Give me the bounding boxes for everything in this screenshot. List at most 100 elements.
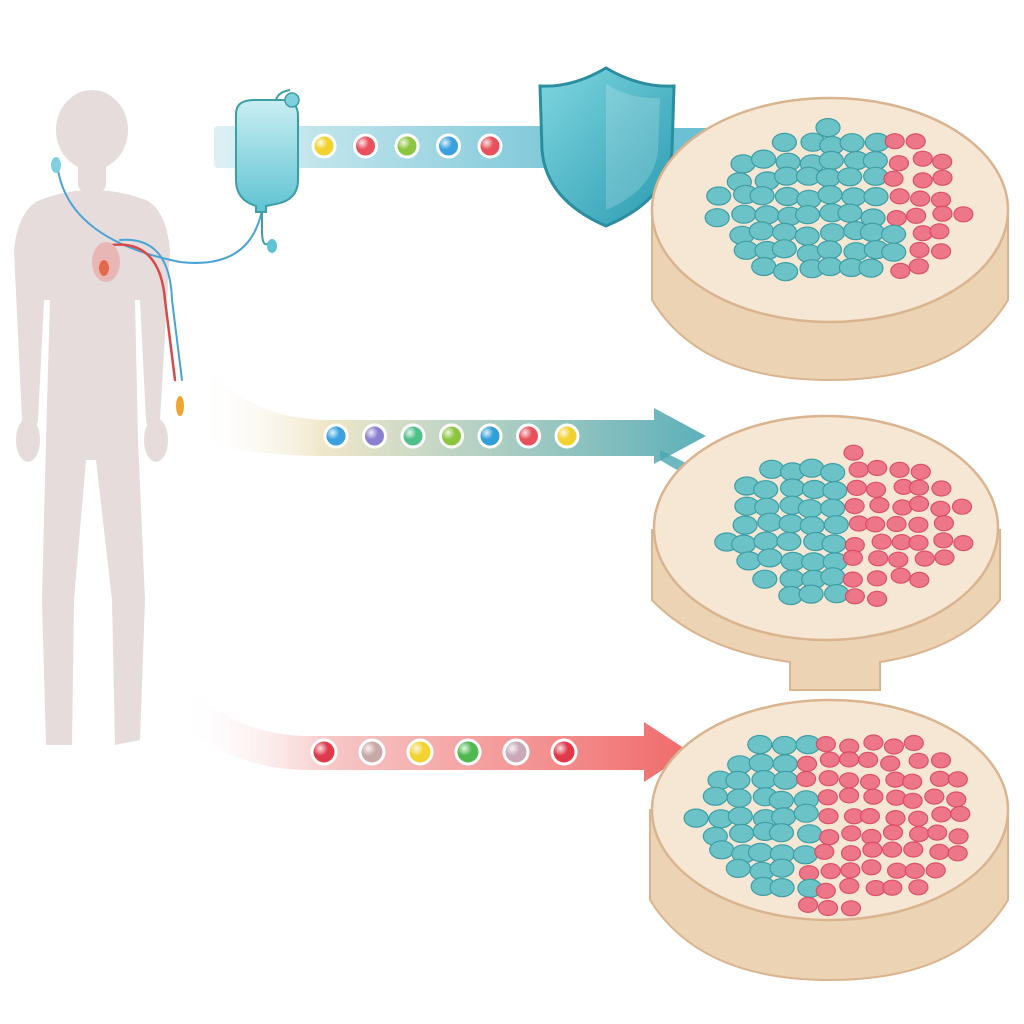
blue-cell xyxy=(793,803,819,823)
red-cell xyxy=(886,210,907,227)
red-cell xyxy=(840,845,862,862)
red-cell xyxy=(819,829,840,846)
blue-cell xyxy=(839,133,865,153)
red-cell xyxy=(931,480,952,497)
blue-cell xyxy=(702,786,728,806)
red-cell xyxy=(908,258,930,275)
red-cell xyxy=(817,899,839,917)
red-cell xyxy=(904,862,925,880)
blue-cell xyxy=(792,845,818,865)
red-cell xyxy=(869,497,890,514)
therapy-bead xyxy=(323,423,349,449)
red-cell xyxy=(905,207,927,224)
red-cell xyxy=(903,841,924,858)
therapy-bead-rows xyxy=(310,133,580,766)
red-cell xyxy=(867,459,888,477)
blue-cell xyxy=(753,531,779,551)
blue-cell xyxy=(753,480,779,500)
red-cell xyxy=(865,481,887,498)
red-cell xyxy=(881,841,903,858)
blue-cell xyxy=(748,221,774,241)
blue-cell xyxy=(800,552,827,572)
red-cell xyxy=(838,787,860,804)
red-cell xyxy=(890,567,911,584)
blue-cell xyxy=(727,806,753,826)
blue-cell xyxy=(772,770,799,790)
blue-cell xyxy=(747,734,773,755)
blue-cell xyxy=(823,515,849,535)
blue-cell xyxy=(732,515,758,535)
red-cell xyxy=(818,770,839,787)
therapy-bead xyxy=(454,738,482,766)
red-cell xyxy=(888,551,909,568)
blue-cell xyxy=(859,222,886,242)
red-cell xyxy=(838,772,860,789)
blue-cell xyxy=(798,584,824,604)
iv-bag-icon xyxy=(235,89,300,253)
red-cell xyxy=(886,862,908,879)
red-cell xyxy=(948,828,969,845)
therapy-bead xyxy=(436,133,461,159)
red-cell xyxy=(885,809,906,827)
red-cell xyxy=(930,191,952,208)
blue-cell xyxy=(796,824,823,844)
red-cell xyxy=(866,570,888,587)
therapy-bead xyxy=(550,738,578,766)
red-cell xyxy=(929,770,951,787)
red-cell xyxy=(883,170,904,187)
red-cell xyxy=(905,133,926,150)
blue-cell xyxy=(822,481,848,501)
red-cell xyxy=(798,865,820,882)
therapy-bead xyxy=(358,738,386,766)
red-cell xyxy=(908,495,930,512)
red-cell xyxy=(865,516,886,533)
blue-cell xyxy=(823,583,850,604)
red-cell xyxy=(815,735,837,753)
red-cell xyxy=(843,444,864,461)
red-cell xyxy=(912,172,933,189)
red-cell xyxy=(930,243,952,260)
blue-cell xyxy=(752,569,778,589)
red-cell xyxy=(886,515,907,533)
red-cell xyxy=(930,500,951,517)
red-cell xyxy=(930,752,952,769)
red-cell xyxy=(815,882,836,900)
therapy-bead xyxy=(311,133,337,159)
red-cell xyxy=(951,498,973,515)
blue-cell xyxy=(815,168,842,188)
blue-cell xyxy=(751,769,777,790)
red-cell xyxy=(925,862,946,879)
blue-cell xyxy=(820,567,846,587)
blue-cell xyxy=(815,117,841,138)
red-cell xyxy=(929,223,950,240)
blue-cell xyxy=(725,858,751,879)
red-cell xyxy=(817,789,838,806)
blue-cell xyxy=(837,203,863,223)
red-cell xyxy=(796,755,818,773)
red-cell xyxy=(840,862,861,879)
red-cell xyxy=(902,792,923,809)
blue-cell xyxy=(773,166,800,186)
red-cell xyxy=(842,571,863,588)
red-cell xyxy=(946,791,967,808)
blue-cell xyxy=(794,226,820,246)
red-cell xyxy=(880,755,901,772)
red-cell xyxy=(861,859,882,876)
blue-cell xyxy=(771,132,798,152)
cell-clusters xyxy=(683,117,974,917)
therapy-bead xyxy=(554,423,580,449)
red-cell xyxy=(953,206,974,223)
blue-cell xyxy=(759,459,785,479)
blue-cell xyxy=(817,185,843,205)
blue-cell xyxy=(863,187,889,207)
red-cell xyxy=(844,588,866,605)
blue-cell xyxy=(750,149,777,169)
blue-cell xyxy=(779,569,805,589)
therapy-bead xyxy=(400,423,426,449)
blue-cell xyxy=(683,808,709,828)
blue-cell xyxy=(772,262,799,282)
red-cell xyxy=(838,751,860,768)
red-cell xyxy=(908,825,930,843)
blue-cell xyxy=(770,807,797,827)
